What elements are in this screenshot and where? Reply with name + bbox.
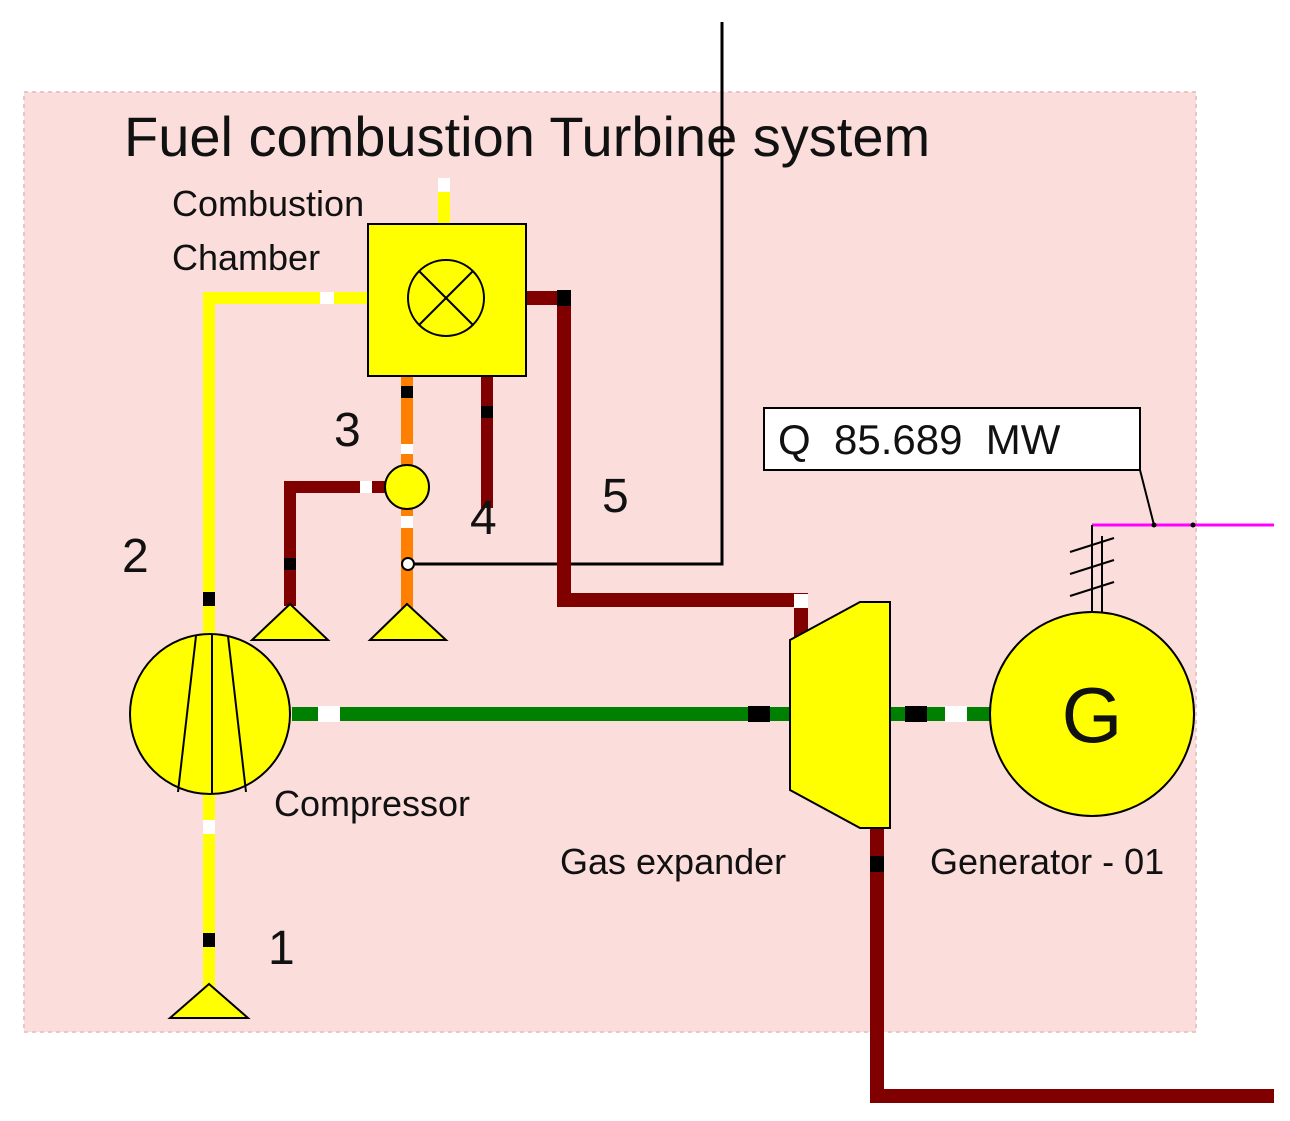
compressor-icon[interactable] bbox=[129, 633, 291, 795]
source-triangle-icon[interactable] bbox=[367, 602, 449, 641]
gas-expander-icon[interactable] bbox=[789, 601, 891, 829]
svg-text:Q 85.689 MW: Q 85.689 MW bbox=[778, 416, 1061, 463]
stream-label: 2 bbox=[122, 530, 149, 583]
stream-label: 5 bbox=[602, 470, 629, 523]
stream-label: 3 bbox=[334, 404, 361, 457]
system-boundary bbox=[23, 91, 1197, 1033]
system-title: Fuel combustion Turbine system bbox=[124, 105, 930, 168]
combustion-chamber-label: Chamber bbox=[172, 237, 320, 278]
generator-symbol: G bbox=[1062, 671, 1123, 759]
gas-expander-label: Gas expander bbox=[560, 841, 786, 882]
mixer-icon[interactable] bbox=[384, 464, 430, 510]
power-readout[interactable]: Q 85.689 MW bbox=[763, 407, 1141, 471]
air-lines bbox=[203, 178, 450, 990]
stream-label: 4 bbox=[470, 492, 497, 545]
generator-label: Generator - 01 bbox=[930, 841, 1164, 882]
flue-gas-lines bbox=[284, 290, 1274, 1103]
stream-label: 1 bbox=[268, 922, 295, 975]
power-line bbox=[1069, 469, 1274, 618]
combustion-chamber-label: Combustion bbox=[172, 183, 364, 224]
source-triangle-icon[interactable] bbox=[167, 982, 251, 1019]
combustion-chamber-icon[interactable] bbox=[367, 223, 527, 377]
signal-line bbox=[408, 22, 724, 566]
signal-node bbox=[401, 557, 415, 571]
compressor-label: Compressor bbox=[274, 783, 470, 824]
source-triangle-icon[interactable] bbox=[249, 602, 331, 641]
generator-icon[interactable]: G bbox=[989, 611, 1195, 817]
